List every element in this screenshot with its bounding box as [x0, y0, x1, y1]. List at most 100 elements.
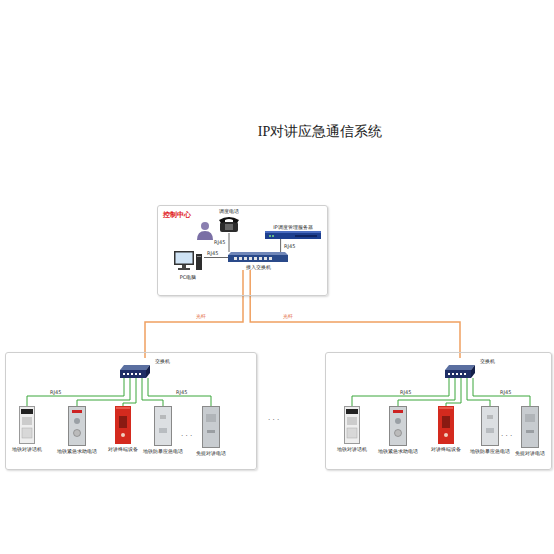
icon-part [164, 417, 165, 418]
icon-part [522, 407, 539, 448]
icon-part [116, 407, 130, 409]
red-icon [438, 406, 454, 444]
help-phone-device: 地铁紧急求助电话 [378, 406, 418, 454]
icon-part [176, 253, 193, 264]
icon-part [393, 410, 403, 413]
icon-part [526, 430, 534, 433]
icon-part [456, 373, 458, 375]
icon-part [244, 257, 247, 260]
icon-part [439, 407, 453, 409]
link-label: RJ45 [50, 389, 61, 395]
icon-part [72, 410, 82, 413]
emergency-phone-device: 地铁防暴应急电话 [470, 406, 510, 454]
icon-part [197, 256, 201, 257]
icon-part [272, 235, 274, 237]
icon-part [452, 373, 454, 375]
panel-icon [481, 406, 499, 446]
icon-part [146, 365, 150, 378]
link-label: RJ45 [500, 389, 511, 395]
sw-illustration [445, 365, 475, 378]
icon-part [69, 407, 86, 446]
hands-illustration [521, 406, 539, 448]
icon-part [160, 415, 161, 416]
region-title: 控制中心 [163, 211, 191, 220]
ethernet-link [398, 378, 455, 406]
node-label: 免提对讲电话 [196, 450, 226, 456]
icon-part [119, 416, 127, 428]
sos-icon [68, 406, 86, 446]
intercom-illustration [19, 406, 35, 444]
red-icon [115, 406, 131, 444]
icon-part [115, 406, 131, 444]
node-label: 交换机 [155, 358, 170, 364]
hands-icon [521, 406, 539, 448]
ethernet-link [467, 378, 490, 406]
icon-part [249, 257, 252, 260]
icon-part [22, 428, 32, 438]
station-box: 交换机地铁对讲话机地铁紧急求助电话对讲终端设备地铁防暴应急电话免提对讲电话 [5, 352, 257, 470]
icon-part [225, 224, 233, 230]
dispatch-phone: 调度电话 [211, 208, 247, 233]
icon-part [295, 235, 317, 237]
icon-part [445, 370, 471, 378]
icon-part [160, 417, 161, 418]
icon-part [121, 433, 125, 437]
node-label: 对讲终端设备 [431, 446, 461, 452]
icon-part [487, 417, 488, 418]
icon-part [131, 373, 133, 375]
link-label: RJ45 [176, 389, 187, 395]
link-label: 光纤 [196, 313, 206, 319]
link-label: RJ45 [214, 239, 225, 245]
icon-part [525, 414, 535, 422]
icon-part [20, 407, 35, 444]
icon-part [228, 252, 288, 255]
ethernet-link [204, 257, 228, 258]
switch-device: 交换机 [120, 358, 170, 378]
icon-part [444, 433, 448, 437]
node-label: 地铁防暴应急电话 [143, 448, 183, 454]
icon-part [135, 373, 137, 375]
node-label: 接入交换机 [246, 264, 271, 270]
icon-part [74, 430, 81, 437]
icon-part [464, 373, 466, 375]
icon-part [471, 365, 475, 378]
node-label: 地铁对讲话机 [337, 446, 367, 452]
icon-part [482, 407, 499, 446]
link-label: 光纤 [283, 313, 293, 319]
node-label: 地铁对讲话机 [12, 446, 42, 452]
ellipsis-mark: · · · [268, 416, 279, 424]
sw-icon [120, 365, 150, 378]
panel-illustration [481, 406, 499, 446]
node-label: PC电脑 [180, 274, 197, 280]
terminal-device: 对讲终端设备 [102, 406, 144, 452]
icon-part [445, 365, 475, 370]
hands-icon [202, 406, 220, 448]
icon-part [162, 415, 163, 416]
icon-part [127, 373, 129, 375]
icon-part [395, 430, 402, 437]
icon-part [206, 414, 216, 422]
person-body [197, 231, 213, 240]
ethernet-link [77, 378, 130, 406]
pc-icon [173, 250, 203, 272]
icon-part [489, 415, 490, 416]
node-label: 对讲终端设备 [108, 446, 138, 452]
node-label: 调度电话 [219, 208, 239, 214]
icon-part [228, 255, 288, 262]
person-head [201, 222, 209, 230]
ethernet-link [148, 378, 211, 406]
switch-device: 交换机 [445, 358, 495, 378]
node-label: 地铁防暴应急电话 [470, 448, 510, 454]
sos-illustration [389, 406, 407, 446]
panel-icon [154, 406, 172, 446]
node-label: 地铁紧急求助电话 [378, 448, 418, 454]
diagram-title: IP对讲应急通信系统 [200, 123, 440, 141]
terminal-device: 对讲终端设备 [426, 406, 466, 452]
intercom-icon [344, 406, 360, 444]
switchA-icon [228, 252, 288, 262]
icon-part [219, 217, 239, 223]
server-illustration [265, 231, 321, 239]
pc-illustration [173, 250, 203, 272]
